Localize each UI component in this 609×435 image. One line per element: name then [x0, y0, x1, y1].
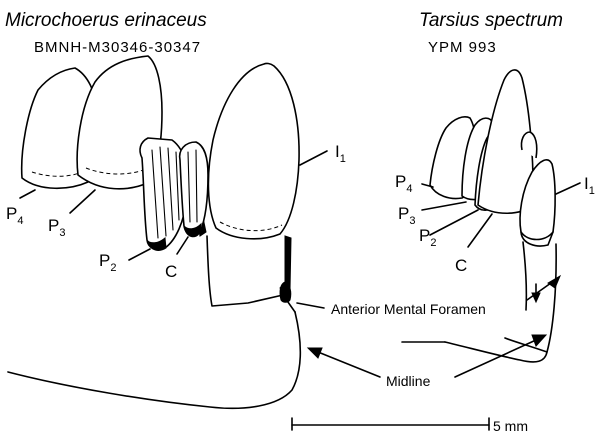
- right-species-title: Tarsius spectrum: [419, 10, 563, 31]
- left-i1-label: I1: [335, 142, 346, 165]
- right-jaw-outline: [523, 242, 526, 310]
- scale-bar-label: 5 mm: [493, 418, 528, 434]
- left-c-label: C: [165, 262, 177, 281]
- midline-label: Midline: [386, 373, 431, 389]
- right-i1-label: I1: [584, 174, 595, 197]
- left-p3-label: P3: [48, 216, 65, 239]
- annotation-leaders: [297, 276, 560, 377]
- right-p2-label: P2: [419, 226, 436, 249]
- left-p4-label: P4: [6, 204, 23, 227]
- left-canine-tooth: [180, 142, 208, 235]
- right-catalog-number: YPM 993: [428, 39, 497, 56]
- right-p3-label: P3: [398, 204, 415, 227]
- left-p2-label: P2: [99, 251, 116, 274]
- left-mandible-outline: [8, 312, 300, 408]
- right-p4-label: P4: [395, 172, 412, 195]
- left-i1-tooth: [208, 63, 299, 238]
- scale-bar: 5 mm: [292, 418, 528, 434]
- anterior-mental-foramen-label: Anterior Mental Foramen: [331, 301, 486, 317]
- left-species-title: Microchoerus erinaceus: [5, 10, 207, 31]
- right-specimen-drawing: [402, 70, 556, 362]
- right-c-label: C: [455, 256, 467, 275]
- left-catalog-number: BMNH-M30346-30347: [34, 39, 201, 56]
